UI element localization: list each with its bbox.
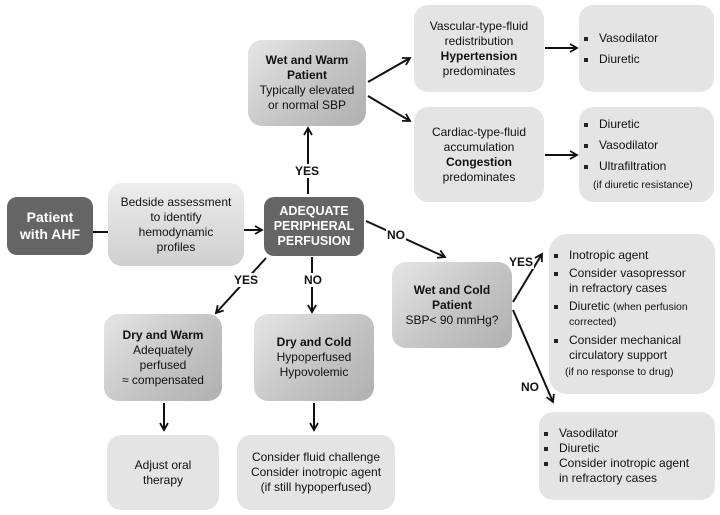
label-no-wetcold: NO	[386, 228, 406, 242]
treatment-item-text: Diuretic	[569, 299, 610, 313]
node-dry-warm-tx-line: therapy	[142, 472, 184, 487]
node-bedside-line: to identify	[150, 209, 202, 224]
node-vascular-line: Vascular-type-fluid	[429, 18, 529, 33]
node-bedside-line: profiles	[156, 239, 196, 254]
arrow-wetwarm-vascular	[367, 57, 412, 83]
node-cardiac-treatment: Diuretic Vasodilator Ultrafiltration (if…	[579, 107, 714, 202]
node-wet-cold-yes-treatment: Inotropic agent Consider vasopressor in …	[549, 234, 715, 394]
node-perfusion-line: PERFUSION	[277, 234, 351, 248]
treatment-item-continued: corrected)	[569, 316, 617, 328]
node-dry-cold-line: Hypovolemic	[279, 365, 349, 379]
node-perfusion-line: ADEQUATE	[279, 204, 349, 218]
node-wet-cold-title: Wet and Cold	[413, 282, 491, 297]
treatment-item-note: (when perfusion	[613, 301, 688, 313]
node-vascular-line: redistribution	[444, 33, 514, 48]
label-yes-drywarm: YES	[233, 273, 260, 287]
node-perfusion-line: PERIPHERAL	[273, 219, 355, 233]
label-yes-wetcold-tx: YES	[508, 255, 535, 269]
node-dry-cold-tx-line: (if still hypoperfused)	[260, 480, 372, 494]
node-wet-warm: Wet and Warm Patient Typically elevated …	[248, 40, 366, 126]
node-bedside-assessment: Bedside assessment to identify hemodynam…	[108, 183, 244, 266]
node-dry-warm-line: perfused	[139, 357, 187, 372]
treatment-item-continued: circulatory support	[569, 348, 668, 362]
node-cardiac-accumulation: Cardiac-type-fluid accumulation Congesti…	[414, 107, 544, 202]
node-vascular-treatment: Vasodilator Diuretic	[579, 5, 714, 92]
node-dry-warm: Dry and Warm Adequately perfused ≈ compe…	[104, 314, 222, 401]
node-wet-warm-title: Patient	[286, 68, 327, 82]
treatment-item: Vasodilator	[539, 426, 618, 441]
treatment-item: Inotropic agent	[549, 248, 648, 263]
node-dry-warm-line: Adequately	[132, 342, 194, 357]
treatment-item: Consider inotropic agent	[539, 456, 689, 471]
node-dry-warm-line: ≈ compensated	[122, 372, 204, 387]
arrow-wetcold-yes-tx	[512, 252, 543, 303]
node-wet-warm-title: Wet and Warm	[265, 53, 349, 67]
node-dry-cold: Dry and Cold Hypoperfused Hypovolemic	[254, 314, 374, 401]
node-dry-cold-line: Hypoperfused	[276, 350, 352, 364]
arrow-wetwarm-cardiac	[367, 95, 412, 122]
treatment-item: Diuretic	[539, 441, 600, 456]
node-cardiac-emphasis: Congestion	[446, 154, 512, 169]
node-cardiac-line: accumulation	[443, 139, 515, 154]
label-no-wetcold-tx: NO	[520, 380, 540, 394]
node-vascular-line: predominates	[442, 63, 516, 78]
node-wet-warm-line: Typically elevated	[259, 83, 355, 97]
treatment-item: Vasodilator	[579, 138, 658, 153]
node-dry-cold-treatment: Consider fluid challenge Consider inotro…	[237, 435, 395, 510]
node-cardiac-line: Cardiac-type-fluid	[431, 124, 527, 139]
node-patient-ahf: Patient with AHF	[7, 197, 93, 255]
treatment-item-continued: in refractory cases	[569, 281, 668, 295]
node-patient-line: Patient	[26, 209, 74, 225]
node-dry-cold-tx-line: Consider inotropic agent	[250, 465, 382, 479]
arrow-wetcold-no-tx	[512, 309, 555, 404]
treatment-note: (if no response to drug)	[565, 366, 674, 378]
treatment-note: (if diuretic resistance)	[593, 178, 693, 191]
node-adequate-perfusion: ADEQUATE PERIPHERAL PERFUSION	[264, 197, 364, 256]
node-dry-warm-tx-line: Adjust oral	[134, 457, 192, 472]
treatment-item: Diuretic (when perfusion	[549, 299, 688, 315]
node-dry-warm-title: Dry and Warm	[122, 327, 204, 342]
treatment-item-continued: in refractory cases	[559, 471, 658, 485]
node-vascular-redistribution: Vascular-type-fluid redistribution Hyper…	[414, 5, 544, 92]
treatment-item: Consider vasopressor	[549, 266, 686, 281]
node-dry-cold-tx-line: Consider fluid challenge	[251, 450, 381, 464]
treatment-item: Diuretic	[579, 52, 640, 67]
label-yes-wetwarm: YES	[294, 164, 321, 178]
node-wet-cold-question: SBP< 90 mmHg?	[405, 312, 499, 327]
node-dry-cold-title: Dry and Cold	[276, 335, 352, 349]
treatment-item: Diuretic	[579, 117, 640, 132]
treatment-item: Vasodilator	[579, 31, 658, 46]
node-patient-line: with AHF	[19, 226, 81, 242]
node-cardiac-line: predominates	[442, 169, 516, 184]
node-bedside-line: hemodynamic	[138, 224, 214, 239]
treatment-item: Consider mechanical	[549, 333, 681, 348]
treatment-item: Ultrafiltration	[579, 159, 666, 174]
label-no-drycold: NO	[303, 273, 323, 287]
node-wet-cold-title: Patient	[431, 297, 472, 312]
node-vascular-emphasis: Hypertension	[440, 48, 518, 63]
node-bedside-line: Bedside assessment	[120, 194, 232, 209]
node-dry-warm-treatment: Adjust oral therapy	[107, 435, 219, 510]
node-wet-cold-no-treatment: Vasodilator Diuretic Consider inotropic …	[539, 412, 715, 500]
node-wet-cold: Wet and Cold Patient SBP< 90 mmHg?	[392, 262, 512, 348]
node-wet-warm-line: or normal SBP	[267, 98, 347, 112]
